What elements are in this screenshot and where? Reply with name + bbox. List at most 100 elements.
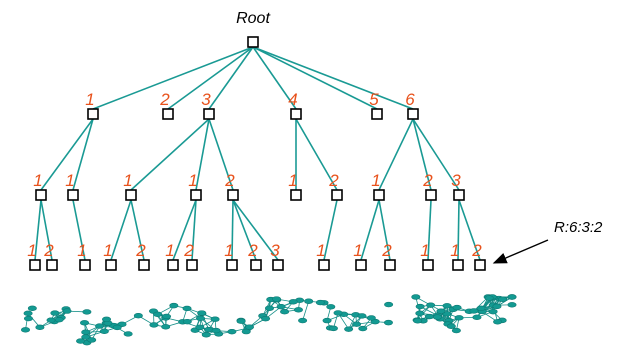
network-node — [413, 318, 423, 324]
network-node — [498, 296, 508, 302]
level1-rank-label: 5 — [369, 90, 379, 109]
network-node — [62, 308, 72, 314]
edge-l1-to-l2 — [412, 118, 432, 191]
edge-l2-to-l3 — [378, 199, 391, 261]
level2-node — [190, 189, 202, 201]
edge-l1-to-l2 — [378, 118, 414, 191]
network-node — [169, 302, 179, 309]
network-node — [424, 313, 434, 320]
tree-nodes — [29, 36, 486, 271]
network-node — [272, 296, 282, 302]
network-node — [182, 318, 192, 325]
edge-root-to-l1 — [252, 46, 378, 110]
network-edge — [302, 301, 310, 321]
network-node — [112, 324, 122, 331]
network-node — [244, 324, 254, 330]
network-node — [446, 323, 456, 329]
level2-rank-label: 3 — [451, 171, 461, 190]
network-node — [153, 311, 163, 317]
network-node — [241, 328, 251, 335]
level2-node — [373, 189, 385, 201]
network-node — [344, 326, 354, 332]
network-node — [415, 310, 425, 316]
network-node — [333, 310, 343, 316]
edge-l2-to-l3 — [360, 199, 380, 261]
level3-rank-label: 2 — [471, 241, 482, 260]
level3-rank-label: 1 — [353, 241, 362, 260]
network-node — [432, 314, 442, 320]
level2-rank-label: 2 — [328, 171, 339, 190]
level2-rank-label: 2 — [224, 171, 235, 190]
network-node — [469, 308, 479, 314]
level1-node — [290, 108, 302, 120]
network-node — [20, 327, 30, 333]
network-node — [366, 315, 376, 321]
network-node — [99, 328, 109, 335]
level2-rank-label: 1 — [65, 171, 74, 190]
level3-rank-label: 1 — [165, 241, 174, 260]
network-node — [326, 304, 336, 310]
edge-root-to-l1 — [92, 46, 254, 110]
level3-node — [226, 259, 238, 271]
network-node — [451, 327, 461, 334]
network-node — [384, 301, 394, 308]
level3-rank-label: 2 — [381, 241, 392, 260]
edge-l1-to-l2 — [208, 118, 234, 191]
network-node — [426, 302, 436, 308]
edge-root-to-l1 — [167, 46, 254, 110]
level2-node — [125, 189, 137, 201]
network-node — [352, 321, 362, 327]
level2-node — [453, 189, 465, 201]
edge-l2-to-l3 — [130, 199, 145, 261]
edge-l2-to-l3 — [427, 199, 432, 261]
network-node — [35, 324, 45, 331]
level1-rank-label: 1 — [85, 90, 94, 109]
level3-rank-label: 1 — [450, 241, 459, 260]
level2-node — [425, 189, 437, 201]
level1-rank-label: 6 — [405, 90, 415, 109]
network-node — [493, 319, 503, 325]
network-node — [82, 309, 92, 315]
edge-l2-to-l3 — [232, 199, 257, 261]
level3-node — [186, 259, 198, 271]
level3-rank-label: 2 — [183, 241, 194, 260]
level3-rank-label: 1 — [77, 241, 86, 260]
network-node — [315, 299, 325, 306]
network-node — [182, 305, 192, 312]
network-node — [322, 317, 332, 324]
level2-node — [331, 189, 343, 201]
network-node — [87, 337, 97, 343]
level3-node — [79, 259, 91, 271]
level3-node — [355, 259, 367, 271]
network-node — [76, 338, 86, 344]
edge-l1-to-l2 — [130, 118, 210, 191]
edge-l2-to-l3 — [191, 199, 197, 261]
root-node — [247, 36, 259, 48]
network-node — [81, 334, 91, 340]
edge-l1-to-l2 — [295, 118, 338, 191]
network-node — [415, 303, 425, 310]
network-node — [227, 328, 237, 335]
network-node — [276, 303, 286, 310]
level1-node — [203, 108, 215, 120]
level3-node — [318, 259, 330, 271]
network-node — [293, 307, 303, 313]
network-node — [507, 302, 517, 308]
level3-node — [46, 259, 58, 271]
level1-node — [87, 108, 99, 120]
level3-node — [422, 259, 434, 271]
network-node — [102, 316, 112, 323]
level2-node — [67, 189, 79, 201]
level3-rank-label: 1 — [224, 241, 233, 260]
network-node — [149, 322, 159, 328]
network-node — [452, 304, 462, 311]
network-node — [197, 310, 207, 316]
level1-node — [371, 108, 383, 120]
edge-root-to-l1 — [208, 46, 254, 110]
level1-node — [162, 108, 174, 120]
edge-l2-to-l3 — [231, 199, 234, 261]
network-node — [507, 294, 517, 300]
edge-l2-to-l3 — [232, 199, 279, 261]
